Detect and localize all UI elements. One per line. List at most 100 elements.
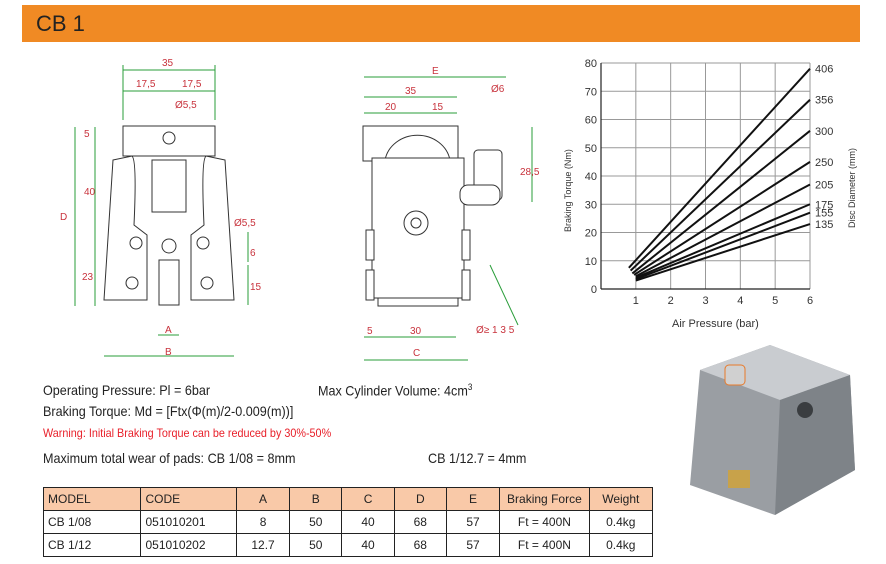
series-line-205 bbox=[635, 183, 811, 278]
series-line-300 bbox=[631, 130, 811, 275]
cell: CB 1/12 bbox=[42, 533, 142, 557]
braking-torque-formula: Braking Torque: Md = [Ftx(Φ(m)/2-0.009(m… bbox=[43, 403, 294, 419]
svg-text:Ø5,5: Ø5,5 bbox=[175, 100, 197, 111]
max-cylinder-volume: Max Cylinder Volume: 4cm3 bbox=[318, 382, 472, 399]
specs-table: MODEL CODE A B C D E Braking Force Weigh… bbox=[42, 487, 654, 557]
x-tick-label: 6 bbox=[807, 295, 813, 307]
series-label: 175 bbox=[815, 199, 833, 211]
header-model: MODEL bbox=[42, 487, 142, 511]
series-label: 250 bbox=[815, 157, 833, 169]
series-line-135 bbox=[635, 223, 811, 282]
table-row: CB 1/08 051010201 8 50 40 68 57 Ft = 400… bbox=[42, 510, 654, 534]
svg-text:20: 20 bbox=[385, 102, 397, 113]
y-tick-label: 60 bbox=[585, 115, 597, 127]
series-line-175 bbox=[635, 203, 811, 279]
y-tick-label: 50 bbox=[585, 143, 597, 155]
series-line-155 bbox=[635, 211, 811, 281]
svg-text:40: 40 bbox=[84, 187, 96, 198]
svg-text:Ø5,5: Ø5,5 bbox=[234, 218, 256, 229]
cell: 0.4kg bbox=[588, 510, 654, 534]
header-c: C bbox=[341, 487, 395, 511]
max-wear-12-text: CB 1/12.7 = 4mm bbox=[428, 450, 527, 466]
cell: 57 bbox=[445, 533, 501, 557]
header-a: A bbox=[235, 487, 291, 511]
svg-text:17,5: 17,5 bbox=[136, 79, 156, 90]
svg-text:Ø6: Ø6 bbox=[491, 84, 505, 95]
max-wear-text: Maximum total wear of pads: CB 1/08 = 8m… bbox=[43, 450, 296, 466]
svg-text:D: D bbox=[60, 212, 67, 223]
cell: Ft = 400N bbox=[499, 510, 590, 534]
series-line-250 bbox=[633, 161, 811, 276]
operating-pressure: Operating Pressure: Pl = 6bar bbox=[43, 382, 211, 398]
page-title: CB 1 bbox=[36, 11, 85, 36]
svg-text:15: 15 bbox=[432, 102, 444, 113]
warning-text: Warning: Initial Braking Torque can be r… bbox=[43, 426, 332, 440]
x-tick-label: 2 bbox=[668, 295, 674, 307]
superscript: 3 bbox=[467, 382, 473, 392]
dimension-lines bbox=[74, 65, 533, 361]
svg-text:28,5: 28,5 bbox=[520, 167, 540, 178]
cell: 68 bbox=[393, 510, 447, 534]
series-label: 300 bbox=[815, 126, 833, 138]
x-tick-label: 4 bbox=[737, 295, 743, 307]
cell: 051010201 bbox=[140, 510, 237, 534]
header-weight: Weight bbox=[588, 487, 654, 511]
svg-text:15: 15 bbox=[250, 282, 262, 293]
front-view-drawing bbox=[103, 125, 235, 306]
technical-drawings: 35 17,5 17,5 Ø5,5 5 40 D 23 Ø5,5 6 15 A … bbox=[60, 58, 540, 361]
header-d: D bbox=[393, 487, 447, 511]
svg-text:C: C bbox=[413, 348, 420, 359]
y2-axis-label: Disc Diameter (mm) bbox=[847, 148, 857, 228]
table-header-row: MODEL CODE A B C D E Braking Force Weigh… bbox=[42, 487, 654, 511]
svg-text:35: 35 bbox=[162, 58, 174, 69]
series-line-406 bbox=[628, 67, 811, 269]
cell: 50 bbox=[289, 533, 343, 557]
cell: 40 bbox=[341, 510, 395, 534]
side-view-drawing bbox=[362, 125, 503, 307]
y-tick-label: 80 bbox=[585, 58, 597, 70]
svg-text:5: 5 bbox=[367, 326, 373, 337]
series-label: 406 bbox=[815, 64, 833, 76]
y-tick-label: 0 bbox=[591, 284, 597, 296]
y-tick-label: 30 bbox=[585, 199, 597, 211]
svg-text:23: 23 bbox=[82, 272, 94, 283]
y-tick-label: 40 bbox=[585, 171, 597, 183]
cell: 12.7 bbox=[235, 533, 291, 557]
y-tick-label: 10 bbox=[585, 256, 597, 268]
svg-text:Ø≥ 1 3 5: Ø≥ 1 3 5 bbox=[476, 325, 515, 336]
cell: 68 bbox=[393, 533, 447, 557]
svg-text:30: 30 bbox=[410, 326, 422, 337]
cell: 0.4kg bbox=[588, 533, 654, 557]
svg-text:35: 35 bbox=[405, 86, 417, 97]
series-line-356 bbox=[629, 99, 811, 272]
header-braking-force: Braking Force bbox=[499, 487, 590, 511]
y-axis-label: Braking Torque (Nm) bbox=[563, 149, 573, 232]
cell: CB 1/08 bbox=[42, 510, 142, 534]
svg-text:17,5: 17,5 bbox=[182, 79, 202, 90]
x-tick-label: 5 bbox=[772, 295, 778, 307]
cell: 40 bbox=[341, 533, 395, 557]
cell: 57 bbox=[445, 510, 501, 534]
cell: 8 bbox=[235, 510, 291, 534]
series-label: 155 bbox=[815, 208, 833, 220]
header-b: B bbox=[289, 487, 343, 511]
y-tick-label: 70 bbox=[585, 86, 597, 98]
table-row: CB 1/12 051010202 12.7 50 40 68 57 Ft = … bbox=[42, 533, 654, 557]
front-dimension-labels: 35 17,5 17,5 Ø5,5 5 40 D 23 Ø5,5 6 15 A … bbox=[60, 58, 262, 358]
svg-text:5: 5 bbox=[84, 129, 90, 140]
series-label: 205 bbox=[815, 179, 833, 191]
max-cylinder-volume-text: Max Cylinder Volume: 4cm bbox=[318, 382, 468, 399]
x-tick-label: 1 bbox=[633, 295, 639, 307]
cell: 051010202 bbox=[140, 533, 237, 557]
svg-text:B: B bbox=[165, 347, 172, 358]
cell: 50 bbox=[289, 510, 343, 534]
series-label: 356 bbox=[815, 95, 833, 107]
svg-text:E: E bbox=[432, 66, 439, 77]
side-dimension-labels: E 35 20 15 Ø6 28,5 5 30 C Ø≥ 1 3 5 bbox=[367, 66, 540, 359]
y-tick-label: 20 bbox=[585, 228, 597, 240]
series-label: 135 bbox=[815, 219, 833, 231]
x-tick-label: 3 bbox=[702, 295, 708, 307]
x-axis-label: Air Pressure (bar) bbox=[672, 318, 759, 330]
svg-text:A: A bbox=[165, 325, 172, 336]
cell: Ft = 400N bbox=[499, 533, 590, 557]
